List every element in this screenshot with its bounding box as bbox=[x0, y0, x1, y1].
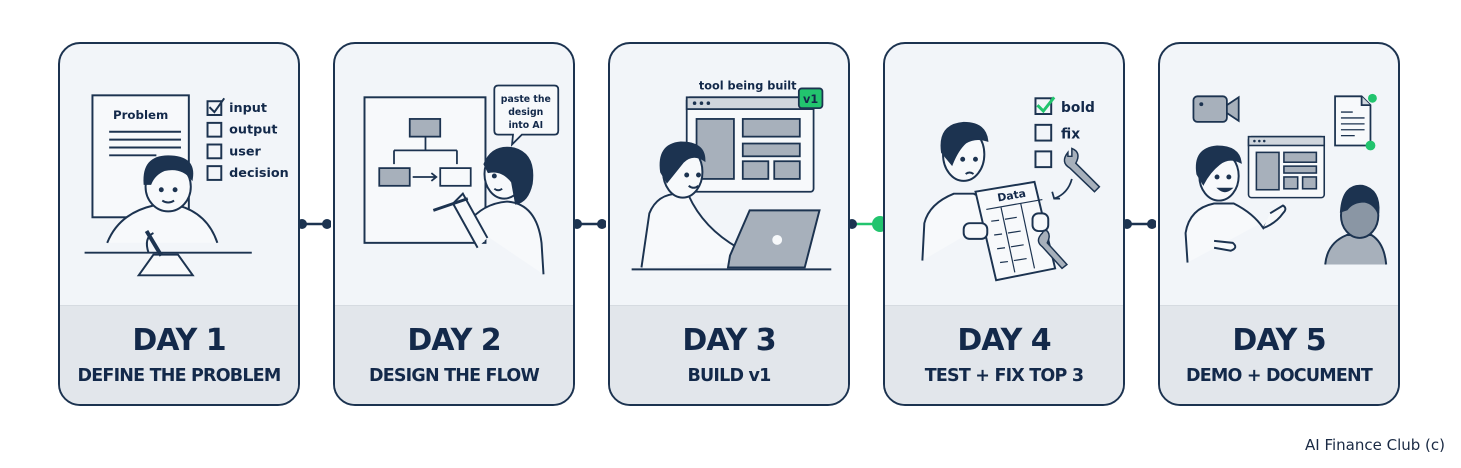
step-label-panel: DAY 3 BUILD v1 bbox=[610, 305, 848, 404]
checkbox-checked-icon bbox=[206, 100, 223, 116]
speech-bubble-line-3: into AI bbox=[508, 120, 543, 131]
checklist-item-input: input bbox=[229, 101, 267, 116]
speech-bubble-line-2: design bbox=[508, 107, 543, 118]
data-sheet-title: Data bbox=[996, 187, 1027, 205]
step-card-day-3: tool being built v1 D bbox=[608, 42, 850, 406]
person-at-laptop-icon bbox=[631, 141, 832, 271]
build-illustration: tool being built v1 bbox=[631, 79, 832, 271]
checkbox-checked-icon bbox=[1034, 97, 1053, 115]
video-camera-icon bbox=[1192, 95, 1240, 123]
connector-day1-day2 bbox=[298, 219, 331, 229]
connector-day2-day3 bbox=[573, 219, 606, 229]
test-fix-illustration: bold fix Data bbox=[921, 96, 1101, 282]
wrench-icon bbox=[1037, 228, 1069, 270]
step-label-panel: DAY 2 DESIGN THE FLOW bbox=[335, 305, 573, 404]
document-lines-icon bbox=[109, 130, 181, 157]
step-title: DEMO + DOCUMENT bbox=[1185, 366, 1373, 386]
step-title: DEFINE THE PROBLEM bbox=[77, 366, 282, 386]
tool-caption: tool being built bbox=[699, 79, 797, 92]
person-holding-sheet-icon: Data bbox=[921, 121, 1069, 282]
browser-window-icon bbox=[1247, 135, 1326, 199]
flowchart-icon bbox=[378, 118, 472, 187]
checkbox-icon bbox=[206, 121, 223, 138]
step-card-day-1: Problem input output user decision bbox=[58, 42, 300, 406]
define-problem-illustration: Problem input output user decision bbox=[84, 94, 289, 277]
checkbox-icon bbox=[1034, 150, 1053, 169]
day-number: DAY 1 bbox=[132, 323, 226, 358]
curved-arrow-icon bbox=[1051, 178, 1073, 200]
day-number: DAY 5 bbox=[1232, 323, 1326, 358]
checkmark-icon bbox=[208, 97, 226, 114]
green-dot-icon bbox=[1365, 140, 1376, 151]
checklist-item-fix: fix bbox=[1061, 127, 1080, 143]
day-number: DAY 4 bbox=[957, 323, 1051, 358]
document-icon bbox=[1334, 93, 1377, 151]
checkbox-icon bbox=[206, 165, 223, 181]
connector-dot bbox=[848, 219, 857, 229]
problem-document-title: Problem bbox=[113, 108, 168, 122]
step-title: TEST + FIX TOP 3 bbox=[924, 366, 1084, 386]
green-dot-icon bbox=[1368, 93, 1377, 103]
connector-dot bbox=[322, 219, 331, 229]
speech-bubble: paste the design into AI bbox=[493, 84, 560, 147]
checklist: bold fix bbox=[1034, 96, 1101, 193]
person-drawing-icon bbox=[432, 146, 545, 275]
checkbox-icon bbox=[206, 143, 223, 160]
step-label-panel: DAY 5 DEMO + DOCUMENT bbox=[1160, 305, 1398, 404]
checklist-item-user: user bbox=[229, 144, 261, 159]
apple-logo-icon bbox=[772, 234, 783, 245]
v1-badge: v1 bbox=[797, 87, 824, 110]
connector-dot bbox=[573, 219, 582, 229]
step-card-day-2: paste the design into AI DAY 2 DESIGN TH… bbox=[333, 42, 575, 406]
green-checkmark-icon bbox=[1036, 96, 1056, 114]
checklist: input output user decision bbox=[206, 97, 289, 181]
checkbox-icon bbox=[1034, 123, 1053, 142]
step-card-day-4: bold fix Data bbox=[883, 42, 1125, 406]
browser-window-icon bbox=[685, 96, 815, 193]
step-title: DESIGN THE FLOW bbox=[369, 366, 540, 386]
connector-dot bbox=[298, 219, 307, 229]
step-label-panel: DAY 4 TEST + FIX TOP 3 bbox=[885, 305, 1123, 404]
presenter-person-icon bbox=[1184, 145, 1287, 263]
checklist-item-bold: bold bbox=[1061, 100, 1095, 116]
checklist-item-decision: decision bbox=[229, 166, 289, 181]
speech-bubble-line-1: paste the bbox=[501, 94, 551, 105]
step-title: BUILD v1 bbox=[687, 366, 771, 386]
checklist-item-output: output bbox=[229, 123, 277, 138]
design-flow-illustration: paste the design into AI bbox=[363, 84, 560, 275]
connector-dot bbox=[1123, 219, 1132, 229]
footer-credit: AI Finance Club (c) bbox=[1305, 436, 1445, 454]
connector-day3-day4-active bbox=[848, 216, 888, 232]
connector-day4-day5 bbox=[1123, 219, 1156, 229]
step-card-day-5: DAY 5 DEMO + DOCUMENT bbox=[1158, 42, 1400, 406]
person-writing-icon bbox=[84, 155, 252, 277]
version-badge-label: v1 bbox=[803, 93, 818, 106]
day-number: DAY 3 bbox=[682, 323, 776, 358]
step-label-panel: DAY 1 DEFINE THE PROBLEM bbox=[60, 305, 298, 404]
audience-person-icon bbox=[1324, 184, 1388, 265]
data-sheet bbox=[974, 180, 1057, 282]
wrench-icon bbox=[1063, 147, 1101, 193]
demo-document-illustration bbox=[1184, 93, 1388, 265]
connector-dot bbox=[1147, 219, 1156, 229]
day-number: DAY 2 bbox=[407, 323, 501, 358]
connector-dot bbox=[597, 219, 606, 229]
